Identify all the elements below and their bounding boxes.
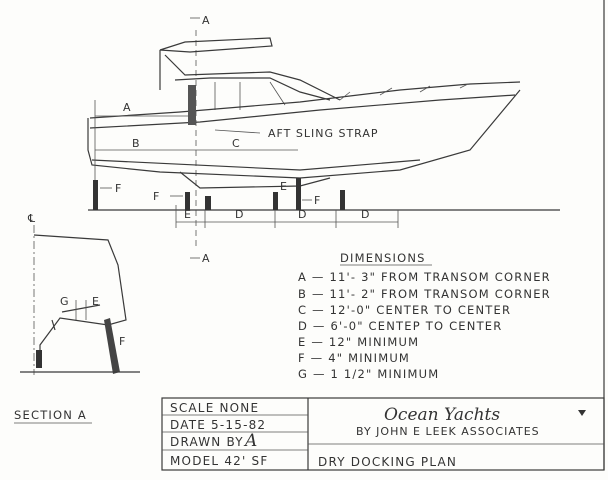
dim-label-b: B — [132, 137, 141, 150]
dimension-item: C — 12'-0" CENTER TO CENTER — [298, 303, 511, 317]
dimension-item: G — 1 1/2" MINIMUM — [298, 367, 439, 381]
dimensions-title: DIMENSIONS — [340, 251, 426, 265]
section-marker-top-label: A — [202, 14, 211, 27]
section-marker-bottom: A — [190, 252, 211, 265]
dim-label-c: C — [232, 137, 241, 150]
dim-label-f: F — [115, 182, 122, 195]
company-subtitle: BY JOHN E LEEK ASSOCIATES — [356, 425, 540, 438]
dim-label-d: D — [298, 208, 307, 221]
drawing-title: DRY DOCKING PLAN — [318, 455, 457, 469]
dim-label-e: E — [184, 208, 192, 221]
dim-label-a: A — [123, 101, 132, 114]
dimension-lines — [94, 100, 399, 228]
date-field: DATE 5-15-82 — [170, 418, 266, 432]
aft-sling-strap-label: AFT SLING STRAP — [268, 127, 379, 140]
dimension-item: F — 4" MINIMUM — [298, 351, 410, 365]
drawn-by-initial: A — [243, 431, 257, 451]
dimension-item: A — 11'- 3" FROM TRANSOM CORNER — [298, 270, 551, 284]
keel-blocks — [93, 178, 345, 210]
dimension-item: B — 11'- 2" FROM TRANSOM CORNER — [298, 287, 551, 301]
dimension-item: E — 12" MINIMUM — [298, 335, 419, 349]
title-block: SCALE NONE DATE 5-15-82 DRAWN BY A MODEL… — [161, 397, 605, 471]
dim-label-f: F — [119, 335, 126, 348]
dim-label-e: E — [92, 295, 100, 308]
company-logo: Ocean Yachts — [384, 405, 500, 425]
dim-label-f: F — [314, 194, 321, 207]
section-marker-bottom-label: A — [202, 252, 211, 265]
dim-label-d: D — [361, 208, 370, 221]
dim-label-g: G — [60, 295, 70, 308]
dimension-item: D — 6'-0" CENTEP TO CENTER — [298, 319, 502, 333]
model-field: MODEL 42' SF — [170, 454, 268, 468]
section-a-label: SECTION A — [14, 408, 87, 422]
section-marker-top: A — [190, 14, 211, 27]
dimensions-legend: DIMENSIONS A — 11'- 3" FROM TRANSOM CORN… — [298, 251, 551, 381]
boat-profile — [87, 37, 521, 189]
dim-label-d: D — [235, 208, 244, 221]
centerline-symbol: ℄ — [27, 212, 36, 225]
dim-label-f: F — [153, 190, 160, 203]
scale-field: SCALE NONE — [170, 401, 259, 415]
dim-label-e: E — [280, 180, 288, 193]
section-a-view: ℄ G E F — [20, 212, 140, 375]
drawn-by-field: DRAWN BY — [170, 435, 244, 449]
